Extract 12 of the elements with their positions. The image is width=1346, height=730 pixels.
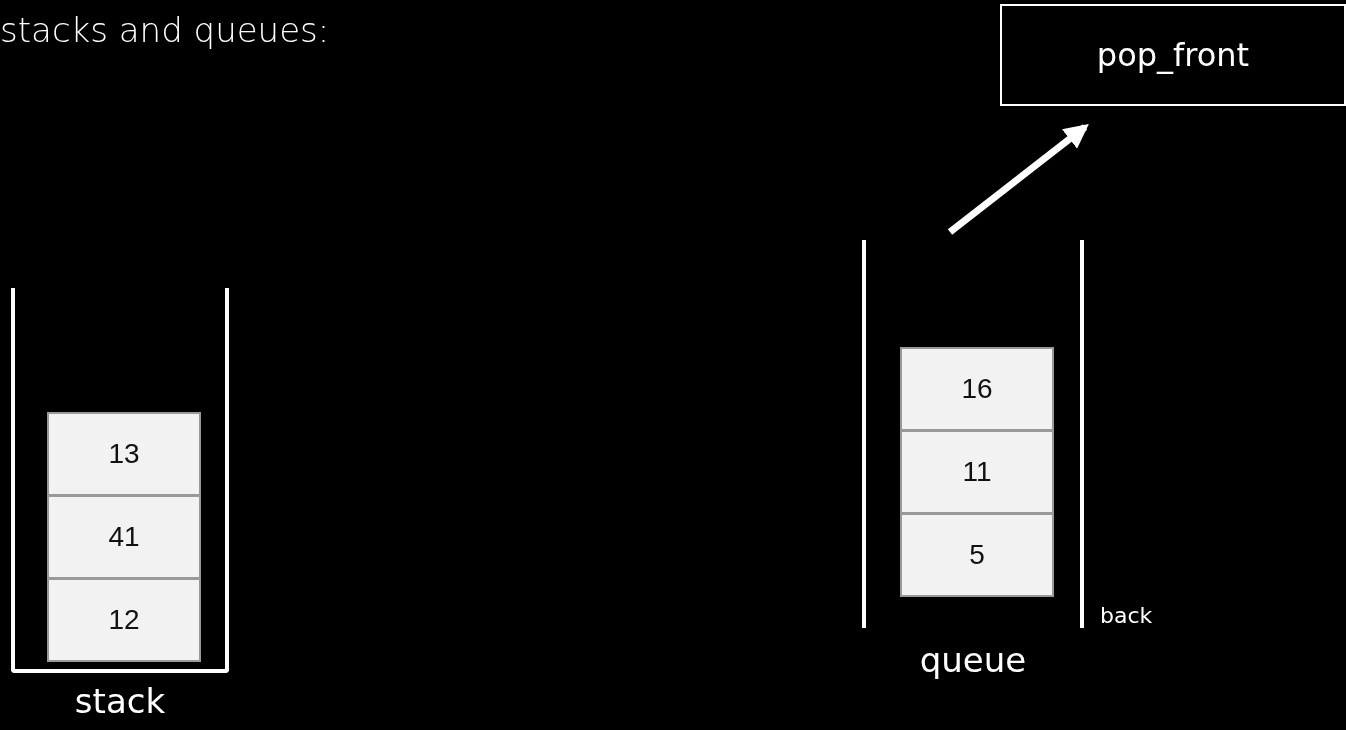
title: stacks and queues:: [0, 10, 330, 50]
value-cell: 11: [900, 430, 1054, 514]
container-label: queue: [919, 640, 1027, 680]
end-label: back: [1100, 603, 1153, 628]
value-cell: 16: [900, 347, 1054, 431]
operation-box: pop_front: [1000, 4, 1346, 106]
value-cell: 41: [47, 495, 201, 579]
arrow: [947, 124, 1089, 235]
value-cell: 13: [47, 412, 201, 496]
container-label: stack: [74, 681, 166, 721]
value-cell: 12: [47, 578, 201, 662]
value-cell: 5: [900, 513, 1054, 597]
